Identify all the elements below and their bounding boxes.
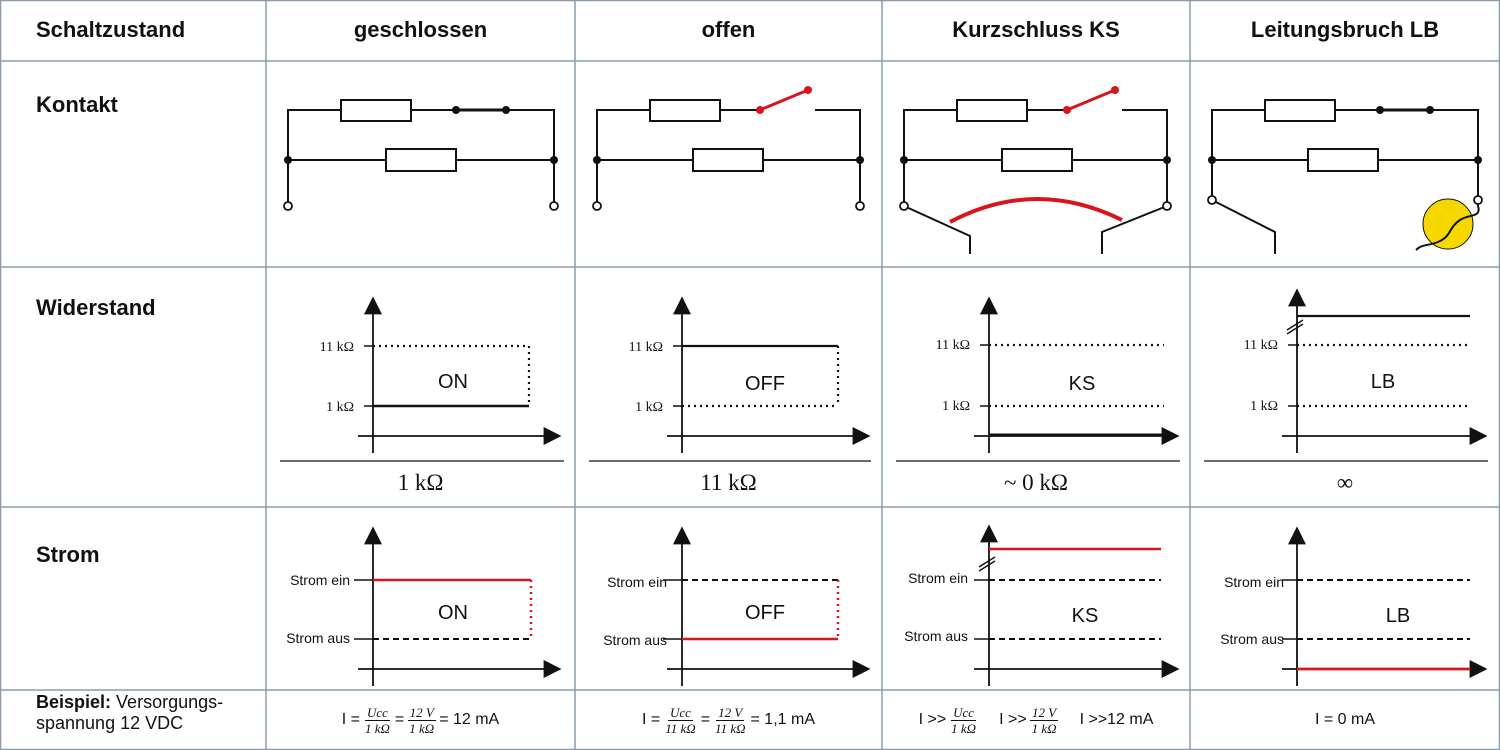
tick-strom-aus: Strom aus xyxy=(904,628,968,644)
state-label: LB xyxy=(1386,605,1410,627)
example-heading: Beispiel: xyxy=(36,692,112,712)
resistance-value-geschlossen: 1 kΩ xyxy=(397,470,444,495)
tick-11k: 11 kΩ xyxy=(629,340,663,355)
formula-leitungsbruch: I = 0 mA xyxy=(1314,711,1376,728)
tick-strom-aus: Strom aus xyxy=(286,630,350,646)
state-label: OFF xyxy=(745,602,785,624)
formula-eq: = xyxy=(394,711,405,728)
fuse-icon xyxy=(1422,198,1474,250)
formula-mid: I >> xyxy=(999,711,1027,728)
resistance-graph-kurzschluss: 11 kΩ 1 kΩ KS xyxy=(896,296,1180,462)
tick-strom-aus: Strom aus xyxy=(603,632,667,648)
state-label: OFF xyxy=(745,373,785,395)
header-leitungsbruch: Leitungsbruch LB xyxy=(1250,17,1440,42)
formula-result: I >>12 mA xyxy=(1079,711,1154,728)
state-label: ON xyxy=(438,602,468,624)
example-text-line1: Versorgungs- xyxy=(116,692,224,712)
header-offen: offen xyxy=(701,17,756,42)
tick-1k: 1 kΩ xyxy=(635,400,663,415)
resistance-value-leitungsbruch: ∞ xyxy=(1336,470,1354,495)
formula-prefix: I >> xyxy=(918,711,947,728)
circuit-offen xyxy=(592,86,865,211)
circuit-leitungsbruch xyxy=(1207,99,1483,254)
circuit-kurzschluss xyxy=(899,86,1172,254)
tick-strom-aus: Strom aus xyxy=(1220,631,1284,647)
row-label-strom: Strom xyxy=(36,542,100,567)
tick-strom-ein: Strom ein xyxy=(607,574,667,590)
formula-eq: = xyxy=(700,711,711,728)
formula-result: = 12 mA xyxy=(439,711,500,728)
formula-prefix: I = xyxy=(642,711,661,728)
state-label: LB xyxy=(1371,371,1395,393)
formula-result: = 1,1 mA xyxy=(750,711,815,728)
example-label: Beispiel: Versorgungs- spannung 12 VDC xyxy=(36,692,223,734)
header-geschlossen: geschlossen xyxy=(353,17,488,42)
tick-strom-ein: Strom ein xyxy=(290,572,350,588)
current-graph-offen: Strom ein Strom aus OFF xyxy=(603,526,871,686)
circuit-geschlossen xyxy=(283,99,559,211)
resistance-value-offen: 11 kΩ xyxy=(700,470,757,495)
row-label-kontakt: Kontakt xyxy=(36,92,118,117)
state-label: ON xyxy=(438,371,468,393)
example-text-line2: spannung 12 VDC xyxy=(36,713,184,733)
state-label: KS xyxy=(1072,605,1099,627)
current-graph-geschlossen: Strom ein Strom aus ON xyxy=(286,526,562,686)
formula-prefix: I = xyxy=(341,711,360,728)
header-row-label: Schaltzustand xyxy=(36,17,186,42)
tick-11k: 11 kΩ xyxy=(320,340,354,355)
tick-11k: 11 kΩ xyxy=(936,338,970,353)
resistance-value-kurzschluss: ~ 0 kΩ xyxy=(1003,470,1069,495)
row-label-widerstand: Widerstand xyxy=(36,295,156,320)
current-graph-kurzschluss: Strom ein Strom aus KS xyxy=(904,524,1180,686)
tick-11k: 11 kΩ xyxy=(1244,338,1278,353)
current-graph-leitungsbruch: Strom ein Strom aus LB xyxy=(1220,526,1488,686)
resistance-graph-offen: 11 kΩ 1 kΩ OFF xyxy=(589,296,871,462)
tick-strom-ein: Strom ein xyxy=(908,570,968,586)
resistance-graph-leitungsbruch: 11 kΩ 1 kΩ LB xyxy=(1204,288,1488,462)
tick-1k: 1 kΩ xyxy=(326,400,354,415)
resistance-graph-geschlossen: 11 kΩ 1 kΩ ON xyxy=(280,296,564,462)
state-label: KS xyxy=(1069,373,1096,395)
tick-1k: 1 kΩ xyxy=(1250,399,1278,414)
header-kurzschluss: Kurzschluss KS xyxy=(952,17,1120,42)
tick-strom-ein: Strom ein xyxy=(1224,574,1284,590)
tick-1k: 1 kΩ xyxy=(942,399,970,414)
